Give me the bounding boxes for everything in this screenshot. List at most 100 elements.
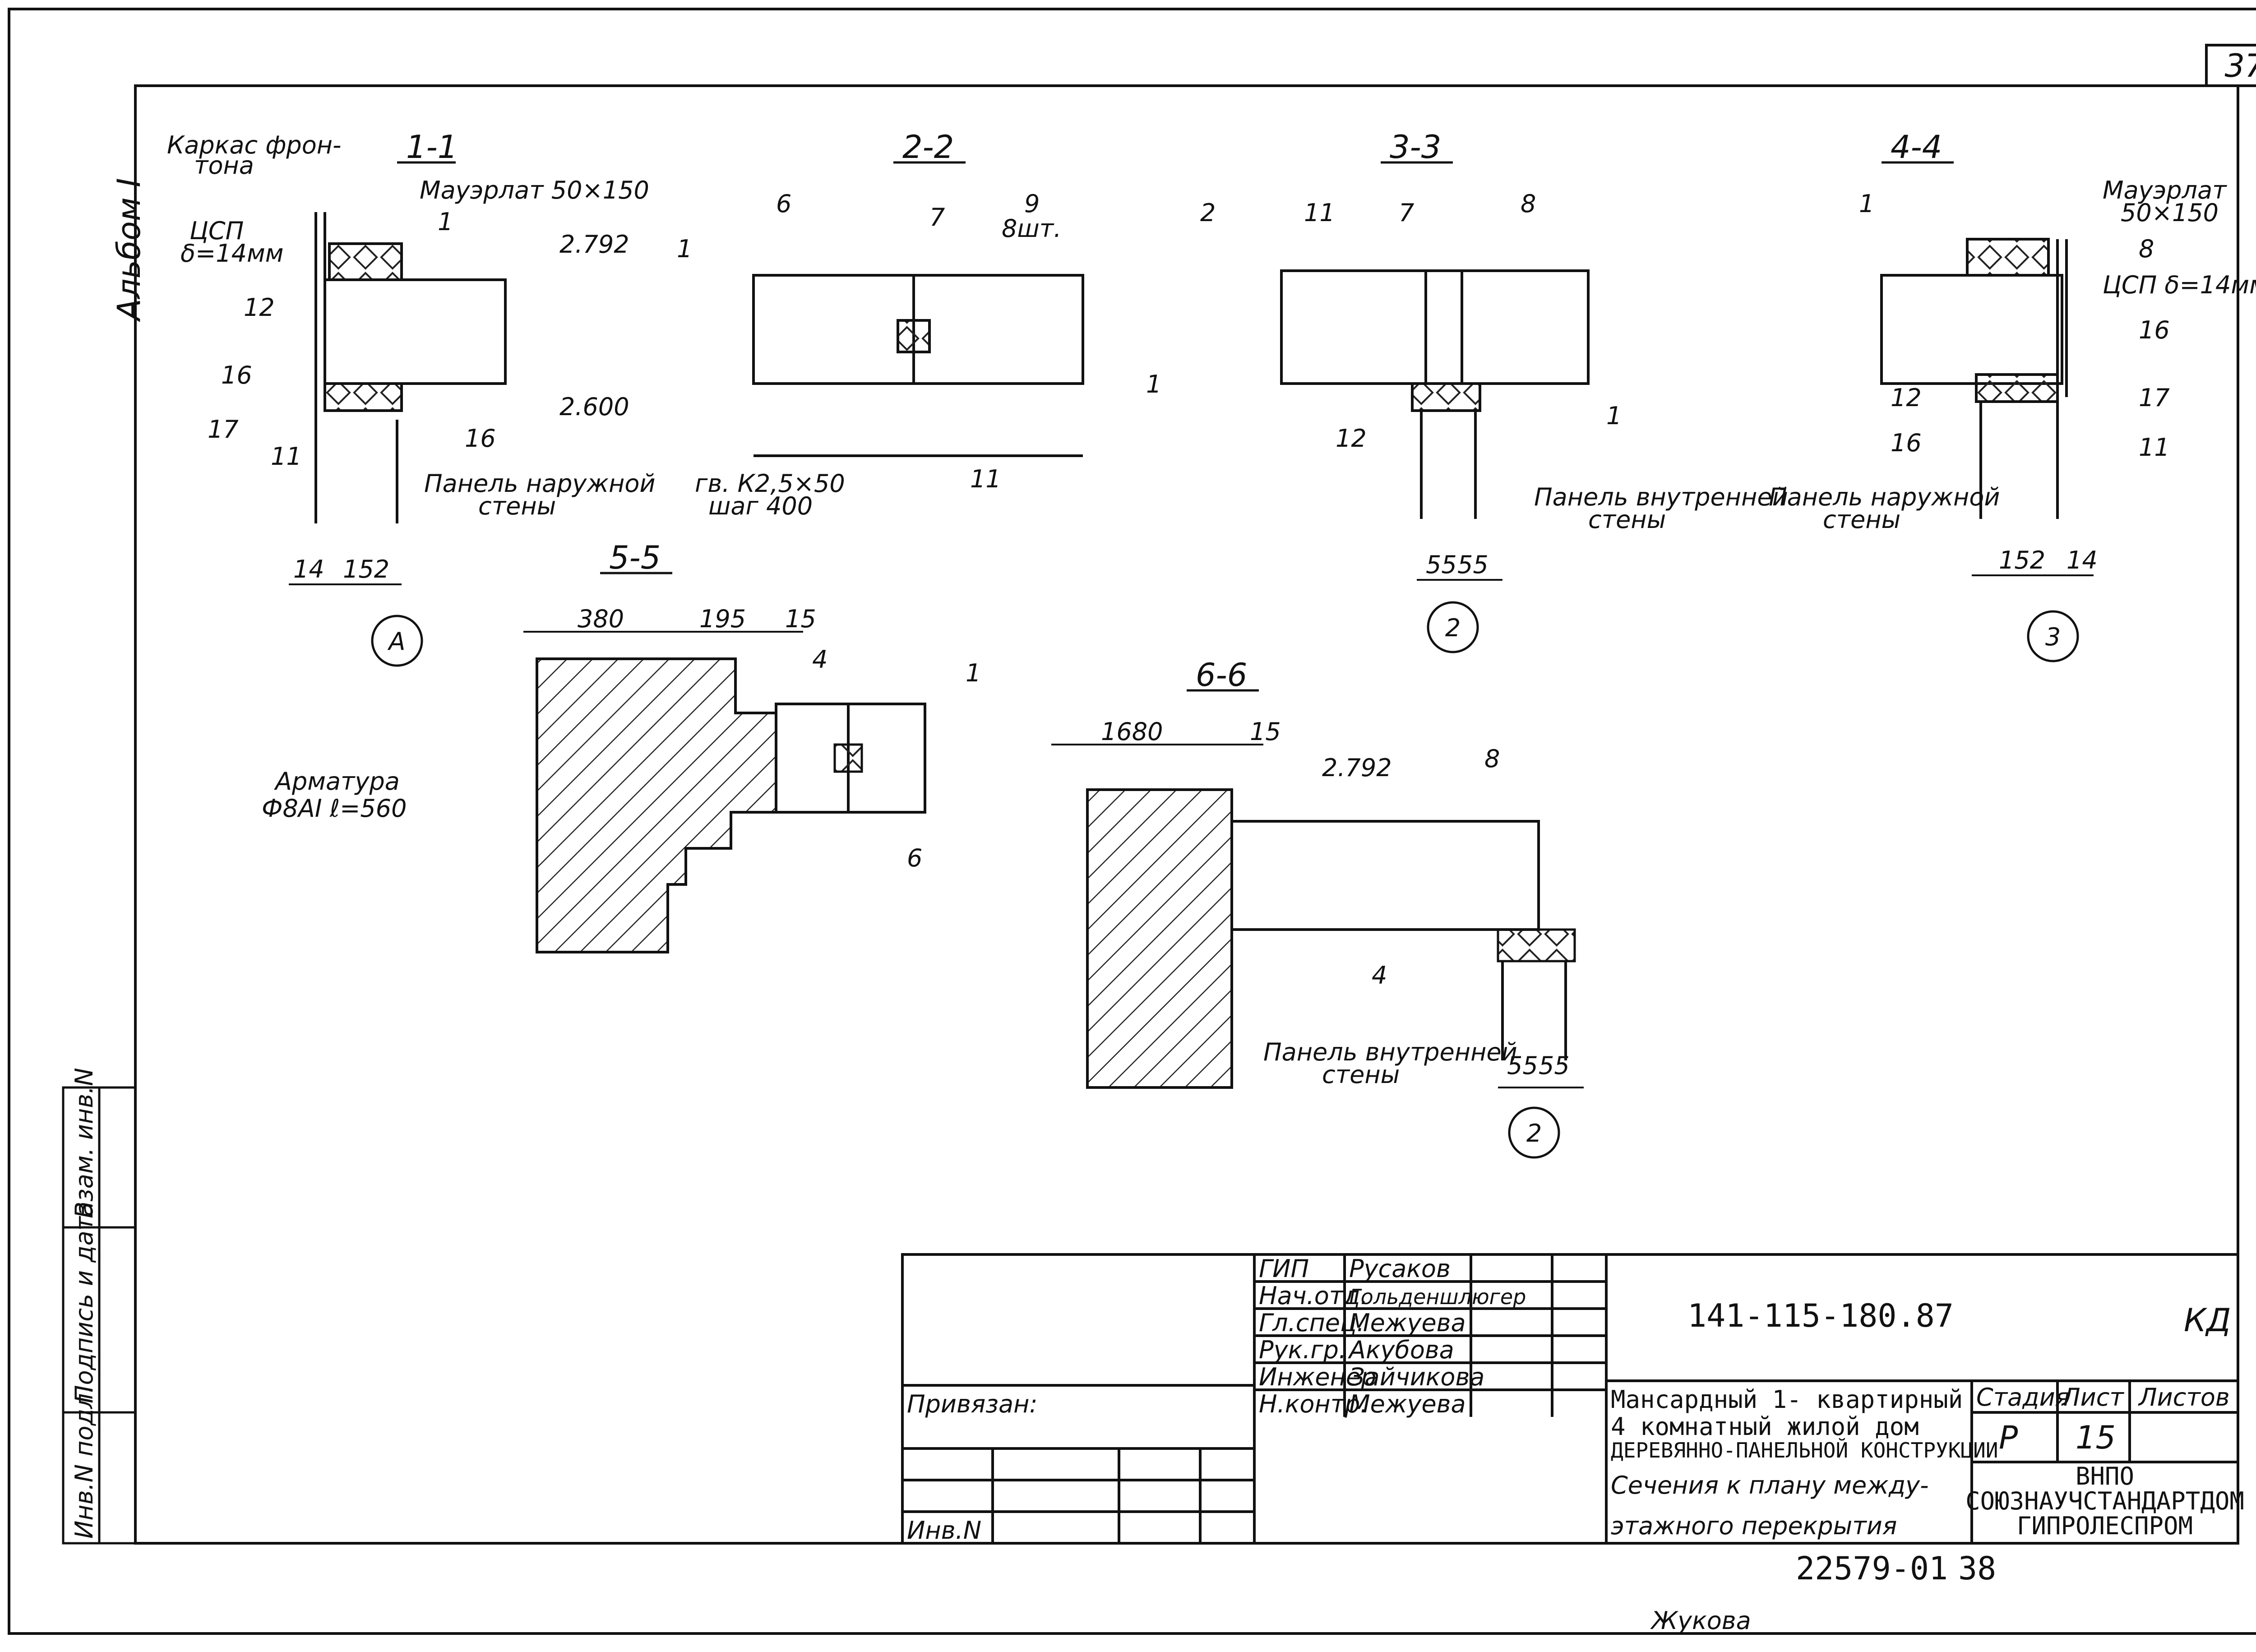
svg-text:11: 11 [2139,433,2170,462]
role: Н.контр. [1259,1390,1368,1418]
section-3-3: 3-3 2 11 7 8 12 1 Панель внутренней стен… [1200,129,1788,653]
col-sheets: Листов [2138,1383,2230,1411]
section-title: 1-1 [406,129,458,166]
title-block [901,1253,2239,1545]
svg-text:55: 55 [1457,551,1489,579]
section-title: 6-6 [1196,657,1247,694]
stamp-inv: Инв.N подл. [70,1385,98,1539]
svg-text:6: 6 [776,190,791,218]
album-label: Альбом I [111,178,148,322]
svg-text:15: 15 [785,605,816,633]
svg-text:9: 9 [1024,190,1040,218]
bound-label: Привязан: [907,1390,1038,1418]
section-title: 4-4 [1891,129,1942,166]
svg-text:11: 11 [1304,199,1335,227]
svg-text:8: 8 [1521,190,1536,218]
name: Зайчикова [1349,1363,1484,1391]
svg-text:2: 2 [1445,614,1461,642]
svg-text:3: 3 [2045,623,2061,651]
svg-text:гв. К2,5×50: гв. К2,5×50 [695,469,845,498]
name: Акубова [1348,1336,1454,1364]
svg-text:2.600: 2.600 [559,393,629,421]
project-line-2: 4 комнатный жилой дом [1611,1412,1919,1441]
svg-text:стены: стены [1823,505,1900,534]
svg-text:11: 11 [271,442,302,471]
svg-text:2.792: 2.792 [559,230,629,259]
col-stage: Стадия [1976,1383,2070,1411]
svg-text:А: А [388,627,406,656]
svg-text:Каркас фрон-: Каркас фрон- [167,131,342,159]
svg-text:16: 16 [465,424,496,453]
svg-text:Мауэрлат: Мауэрлат [2103,176,2227,204]
svg-text:195: 195 [699,605,746,633]
svg-text:стены: стены [1322,1060,1400,1089]
svg-text:152: 152 [1999,546,2045,574]
org-line-3: ГИПРОЛЕСПРОМ [2017,1512,2193,1540]
svg-text:2.792: 2.792 [1322,754,1392,782]
svg-text:14: 14 [293,555,324,583]
svg-text:Панель внутренней: Панель внутренней [1263,1038,1517,1066]
svg-text:1: 1 [1859,190,1874,218]
copied-by: Жукова [1650,1606,1751,1635]
svg-text:2: 2 [1200,199,1216,227]
svg-text:7: 7 [929,203,945,231]
svg-text:12: 12 [1891,384,1922,412]
svg-text:380: 380 [578,605,624,633]
sheet-value: 15 [2076,1419,2116,1456]
svg-text:2: 2 [1526,1119,1542,1148]
svg-text:Панель наружной: Панель наружной [1769,483,2000,511]
svg-text:Арматура: Арматура [274,767,400,796]
svg-text:55: 55 [1426,551,1457,579]
svg-text:7: 7 [1399,199,1414,227]
svg-text:50×150: 50×150 [2121,199,2219,227]
svg-text:6: 6 [907,844,922,872]
sheet-number: 37 [2224,47,2256,84]
section-5-5: 5-5 380 195 15 4 1 6 Арматура Ф8AI ℓ=560 [262,539,981,953]
svg-text:Панель наружной: Панель наружной [424,469,655,498]
svg-text:1: 1 [966,659,981,687]
svg-text:Ф8AI ℓ=560: Ф8AI ℓ=560 [262,794,407,823]
svg-text:1: 1 [1606,402,1622,430]
svg-text:55: 55 [1507,1051,1538,1080]
svg-text:ЦСП: ЦСП [190,217,244,245]
svg-text:ЦСП δ=14мм: ЦСП δ=14мм [2103,271,2256,299]
section-4-4: 4-4 1 Мауэрлат 50×150 8 ЦСП δ=14мм 16 17… [1769,129,2256,662]
svg-text:1: 1 [438,208,453,236]
role: Гл.спец. [1259,1309,1364,1337]
project-line-3: ДЕРЕВЯННО-ПАНЕЛЬНОЙ КОНСТРУКЦИИ [1611,1438,1998,1462]
side-stamp [62,1086,137,1545]
col-sheet: Лист [2061,1383,2124,1411]
svg-text:1680: 1680 [1101,717,1163,746]
project-line-1: Мансардный 1- квартирный [1611,1385,1963,1414]
sheet-title-1: Сечения к плану между- [1611,1471,1929,1499]
bottom-page: 38 [1958,1550,1996,1587]
svg-text:стены: стены [1588,505,1666,534]
svg-text:Мауэрлат 50×150: Мауэрлат 50×150 [420,176,649,204]
svg-text:8: 8 [1484,745,1500,773]
svg-text:11: 11 [970,465,1001,493]
stamp-sign: Подпись и дата [70,1202,98,1403]
svg-text:δ=14мм: δ=14мм [180,239,283,268]
name: Межуева [1349,1390,1466,1418]
svg-text:14: 14 [2066,546,2098,574]
role: Инженер [1259,1363,1376,1391]
section-1-1: 1-1 Каркас фрон- тона Мауэрлат 50×150 ЦС… [167,129,655,667]
svg-text:17: 17 [2139,384,2170,412]
svg-text:1: 1 [1146,370,1161,398]
svg-text:Панель внутренней: Панель внутренней [1534,483,1788,511]
org-line-1: ВНПО [2076,1462,2134,1490]
name: Русаков [1349,1254,1451,1283]
role: ГИП [1259,1254,1309,1283]
svg-text:8: 8 [2139,235,2154,263]
designation: 141-115-180.87 [1687,1297,1954,1334]
org-line-2: СОЮЗНАУЧСТАНДАРТДОМ [1965,1487,2244,1515]
section-title: 2-2 [902,129,954,166]
svg-text:152: 152 [343,555,389,583]
svg-text:тона: тона [194,151,254,180]
svg-text:1: 1 [677,235,692,263]
kd-code: КД [2184,1302,2231,1339]
section-2-2: 2-2 6 7 9 8шт. 1 1 11 гв. К2,5×50 шаг 40… [677,129,1161,520]
section-title: 5-5 [609,539,661,576]
section-6-6: 6-6 1680 15 2.792 8 4 Панель внутренней … [1051,657,1584,1159]
